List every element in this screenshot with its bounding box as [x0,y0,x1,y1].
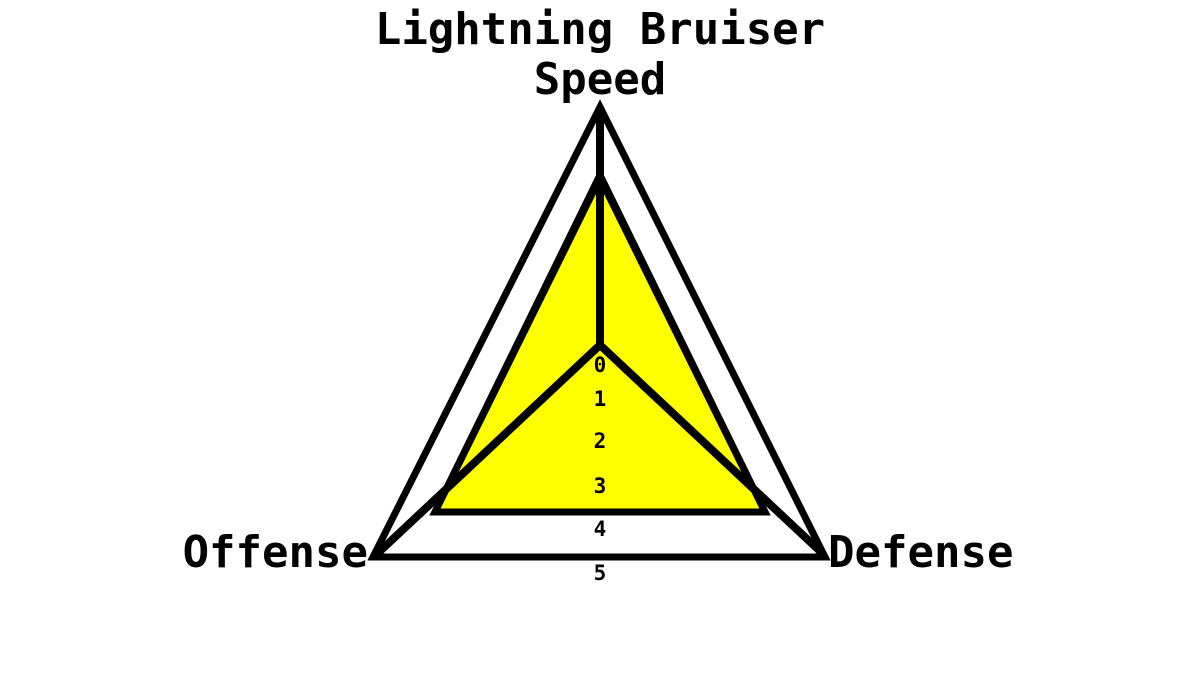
radial-tick-4: 4 [593,517,607,541]
page-title: Lightning Bruiser [374,4,826,55]
grid-ring-5 [367,99,831,561]
radial-tick-2: 2 [593,429,607,453]
radial-tick-1: 1 [593,387,607,411]
radial-tick-5: 5 [593,561,607,585]
axis-label-speed: Speed [533,54,667,105]
axis-label-offense: Offense [182,527,368,578]
radial-tick-3: 3 [593,474,607,498]
axis-label-defense: Defense [828,527,1014,578]
radial-tick-0: 0 [593,353,607,377]
axis-spoke-defense [597,342,825,556]
axis-spoke-offense [375,342,603,556]
